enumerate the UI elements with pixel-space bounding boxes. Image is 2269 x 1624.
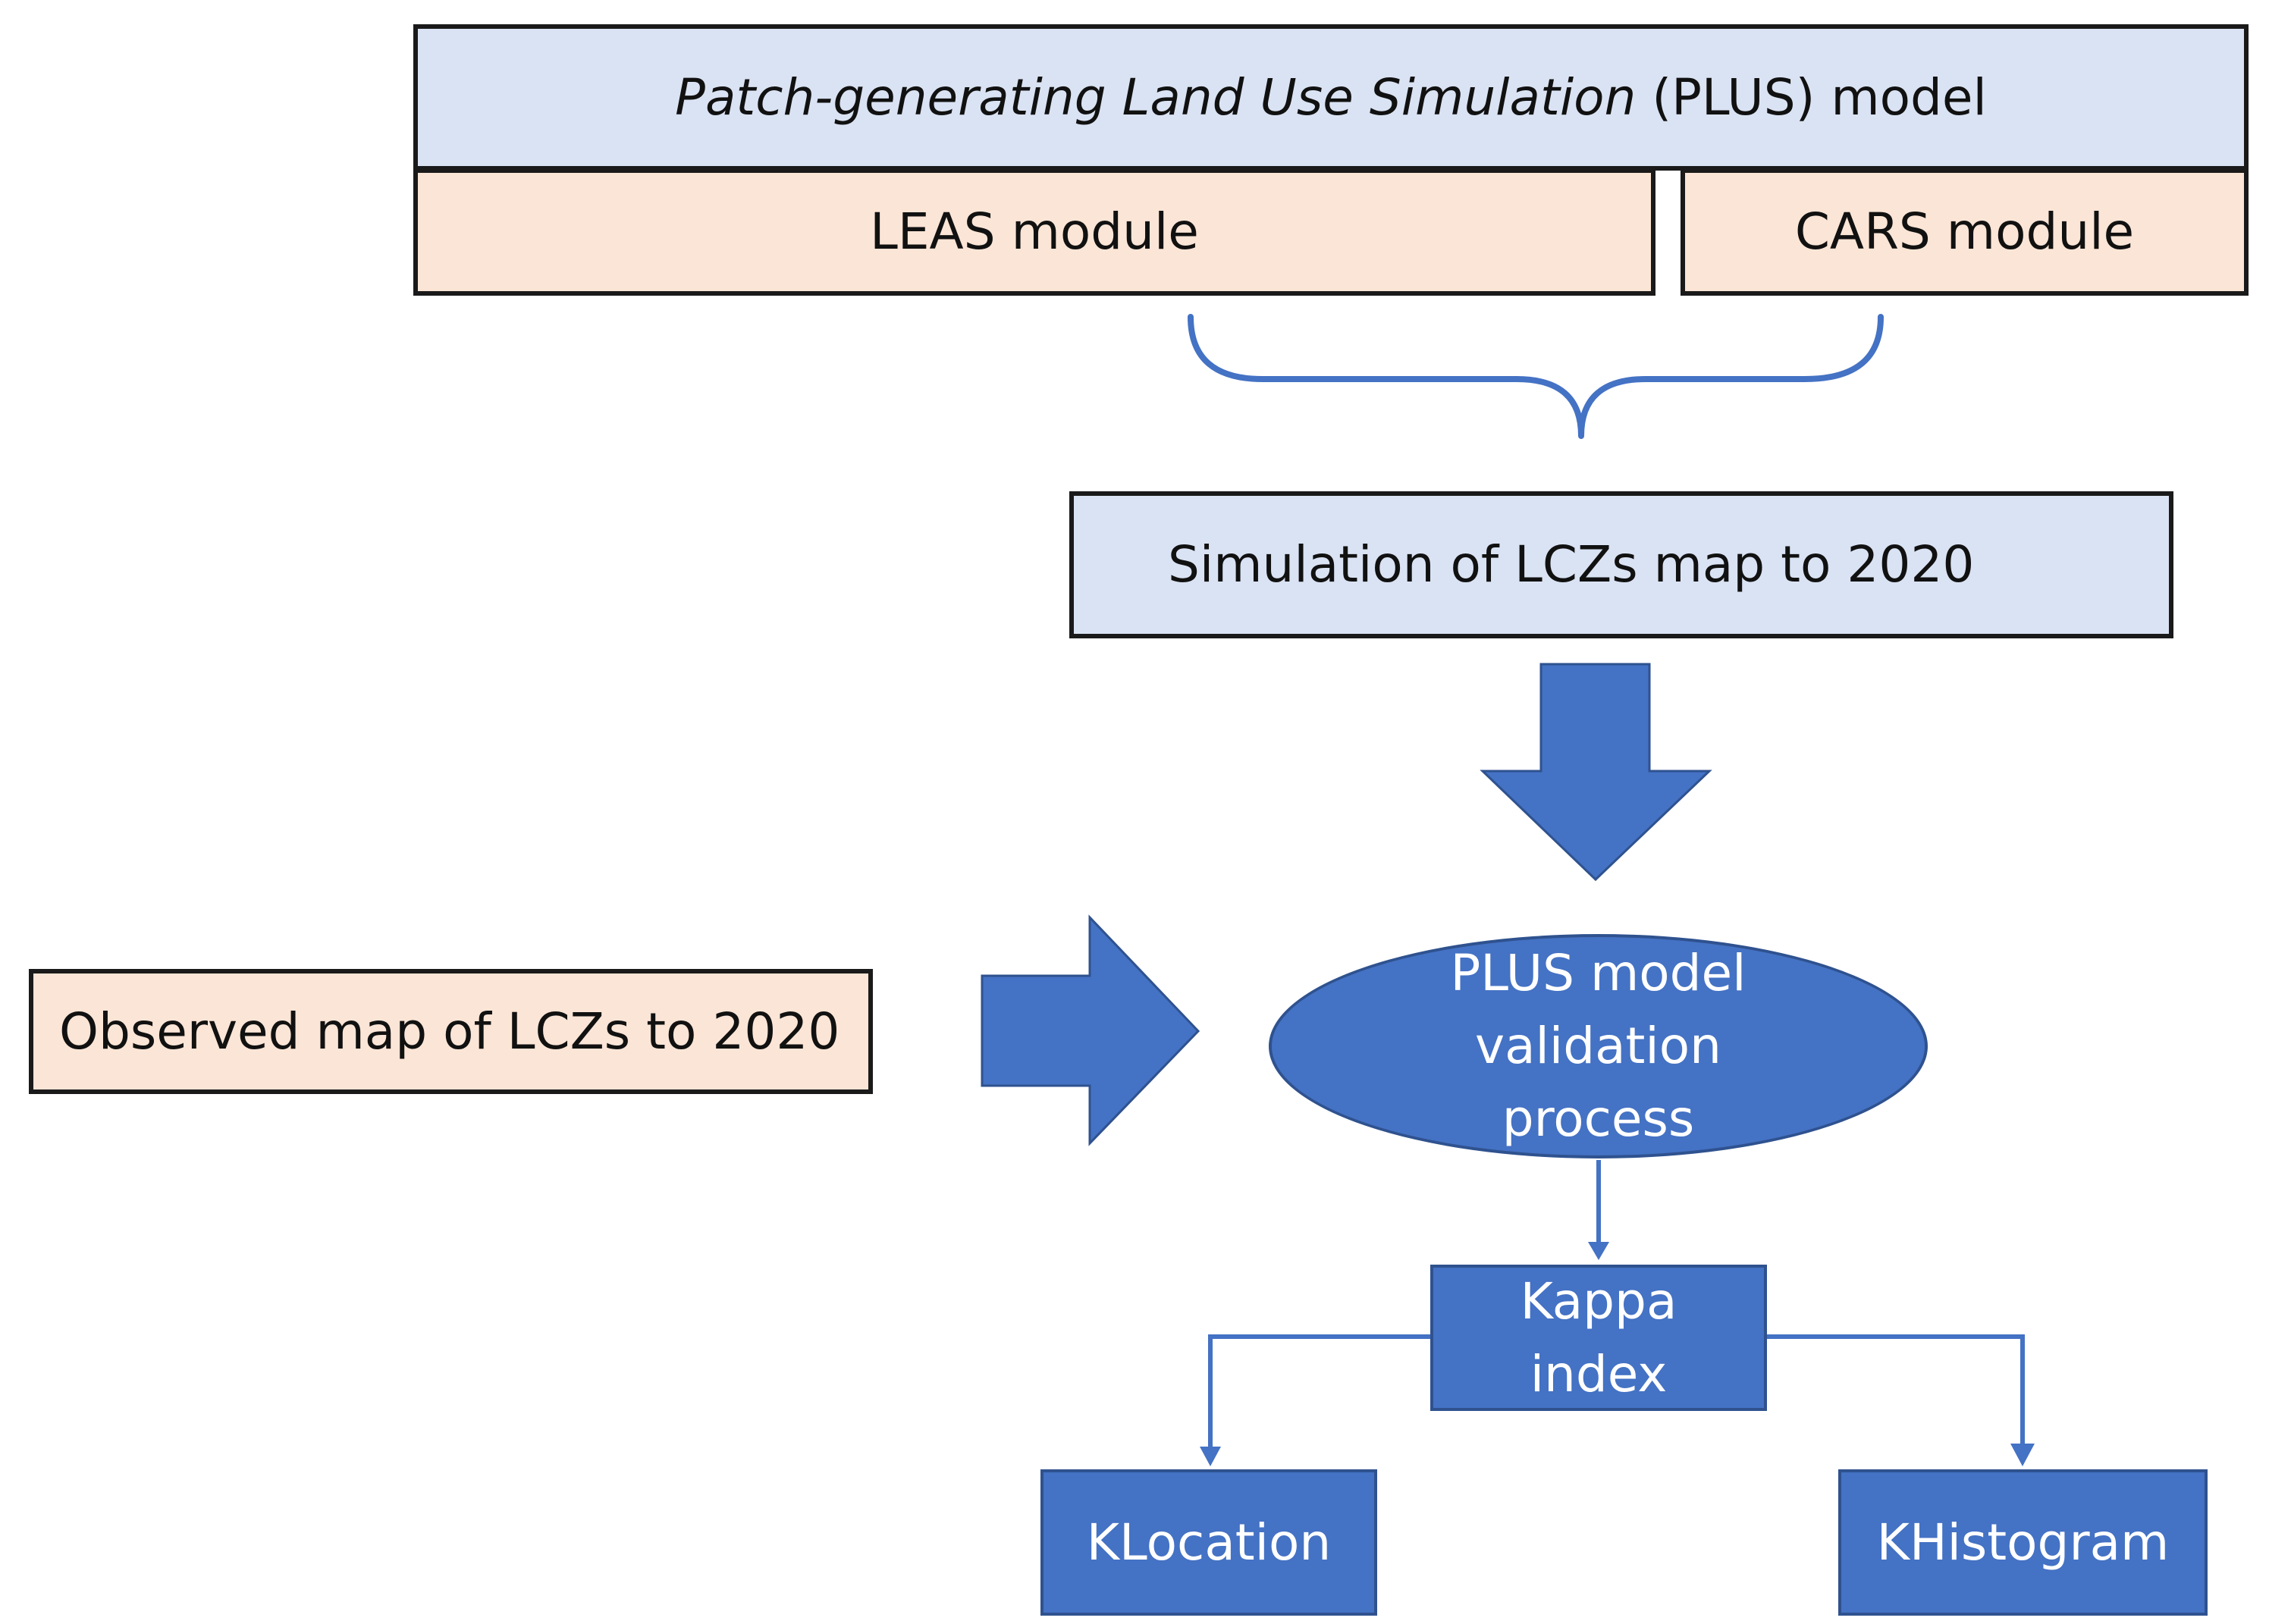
simulation-box: Simulation of LCZs map to 2020 [1069, 491, 2173, 638]
cars-module-box: CARS module [1681, 168, 2249, 296]
plus-model-title: Patch-generating Land Use Simulation (PL… [675, 67, 1987, 127]
modules-brace [1188, 314, 1884, 439]
kappa-to-khistogram-arrowhead [2010, 1444, 2035, 1466]
kappa-line-1: Kappa [1520, 1271, 1677, 1331]
kappa-line-2: index [1530, 1344, 1668, 1403]
klocation-box: KLocation [1040, 1469, 1377, 1616]
observed-map-label: Observed map of LCZs to 2020 [59, 1002, 840, 1061]
validation-line-1: PLUS model [1450, 944, 1746, 1003]
khistogram-label: KHistogram [1876, 1513, 2170, 1572]
klocation-label: KLocation [1086, 1513, 1332, 1572]
down-block-arrow [1480, 663, 1712, 882]
plus-model-title-italic: Patch-generating Land Use Simulation [675, 67, 1637, 127]
right-block-arrow [981, 914, 1200, 1146]
plus-model-title-rest: (PLUS) model [1636, 67, 1987, 127]
observed-map-box: Observed map of LCZs to 2020 [29, 969, 873, 1094]
leas-module-label: LEAS module [870, 202, 1199, 262]
validation-to-kappa-arrowhead [1588, 1242, 1609, 1260]
validation-process-ellipse: PLUS model validation process [1269, 934, 1928, 1158]
kappa-to-klocation-line [1208, 1334, 1430, 1448]
khistogram-box: KHistogram [1838, 1469, 2208, 1616]
kappa-index-box: Kappa index [1430, 1265, 1767, 1411]
kappa-to-khistogram-line [1767, 1334, 2025, 1445]
validation-line-3: process [1502, 1089, 1695, 1148]
leas-module-box: LEAS module [413, 168, 1655, 296]
cars-module-label: CARS module [1794, 202, 2135, 262]
validation-line-2: validation [1475, 1017, 1721, 1076]
kappa-to-klocation-arrowhead [1200, 1447, 1221, 1466]
plus-model-box: Patch-generating Land Use Simulation (PL… [413, 24, 2249, 171]
simulation-label: Simulation of LCZs map to 2020 [1168, 535, 1975, 594]
